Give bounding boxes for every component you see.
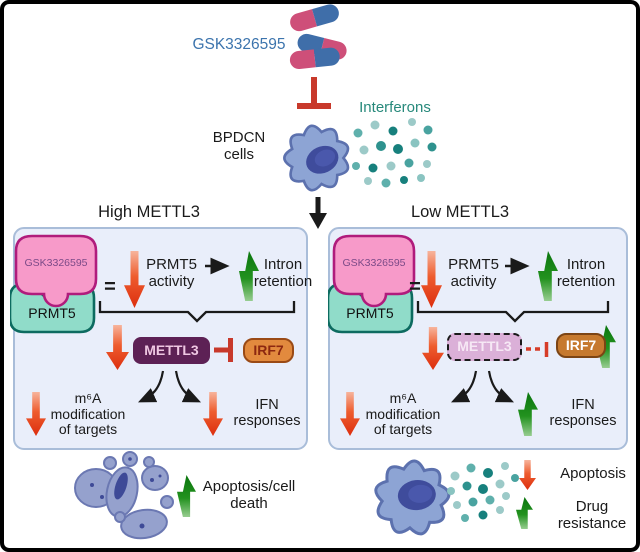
label-line: IFN (571, 397, 595, 413)
label-line: IFN (255, 397, 279, 413)
irf7-box-low: IRF7 (556, 333, 606, 358)
label-line: responses (233, 413, 301, 430)
gsk-blob (332, 234, 416, 308)
complex-enzyme-label-low: PRMT5 (346, 305, 394, 321)
intron-retention-label-low: Intron retention (553, 256, 619, 291)
m6a-label-high: m⁶A modification of targets (48, 390, 128, 438)
apoptotic-cell-illustration (74, 451, 174, 540)
resistant-cell-illustration (374, 459, 451, 536)
complex-enzyme-label-high: PRMT5 (28, 305, 76, 321)
label-line: Intron (263, 256, 303, 273)
gsk-blob (14, 234, 98, 308)
low-panel-title: Low METTL3 (410, 203, 510, 221)
ifn-label-low: IFN responses (543, 397, 623, 429)
prmt5-activity-label-low: PRMT5 activity (442, 256, 505, 291)
label-line: retention (253, 272, 313, 290)
label-line: death (230, 494, 268, 512)
label-line: modification (50, 405, 126, 422)
inhibition-tbar-icon (297, 77, 331, 109)
bpdcn-cell-illustration (283, 124, 350, 192)
label-line: cells (223, 145, 254, 163)
label-line: Drug (575, 498, 609, 515)
complex-drug-label-low: GSK3326595 (342, 257, 406, 269)
intron-retention-label-high: Intron retention (250, 256, 316, 291)
equals-sign-low: = (409, 276, 421, 298)
label-line: m⁶A (74, 390, 102, 406)
label-line: resistance (557, 514, 627, 532)
drug-resistance-label: Drug resistance (547, 498, 637, 533)
label-line: activity (450, 272, 497, 290)
label-line: responses (549, 413, 617, 430)
label-line: retention (556, 272, 616, 290)
equals-sign-high: = (104, 276, 116, 298)
label-line: m⁶A (389, 390, 417, 406)
gsk-prmt5-complex-high (10, 234, 98, 334)
gsk-prmt5-complex-low (328, 234, 416, 334)
label-line: PRMT5 (146, 256, 197, 273)
apoptosis-label: Apoptosis (560, 465, 626, 482)
complex-drug-label-high: GSK3326595 (24, 257, 88, 269)
label-line: modification (365, 405, 441, 422)
drug-capsules-icon (289, 4, 347, 69)
apoptosis-death-label: Apoptosis/cell death (194, 478, 304, 513)
mettl3-box-high: METTL3 (133, 337, 210, 364)
label-line: PRMT5 (448, 256, 499, 273)
interferons-label: Interferons (359, 99, 431, 116)
irf7-box-high: IRF7 (243, 338, 294, 363)
high-panel-title: High METTL3 (98, 203, 200, 221)
label-line: Apoptosis/cell (202, 478, 296, 495)
label-line: activity (148, 272, 195, 290)
ifn-label-high: IFN responses (227, 397, 307, 429)
m6a-label-low: m⁶A modification of targets (363, 390, 443, 438)
prmt5-activity-label-high: PRMT5 activity (140, 256, 203, 291)
bpdcn-cells-label: BPDCN cells (204, 129, 274, 164)
secreted-dots (447, 462, 519, 522)
label-line: BPDCN (212, 129, 266, 146)
label-line: of targets (373, 421, 433, 438)
mettl3-dashed-box-low: METTL3 (447, 333, 522, 361)
interferon-dots (352, 118, 437, 188)
drug-label: GSK3326595 (192, 36, 286, 53)
label-line: Intron (566, 256, 606, 273)
label-line: of targets (58, 421, 118, 438)
